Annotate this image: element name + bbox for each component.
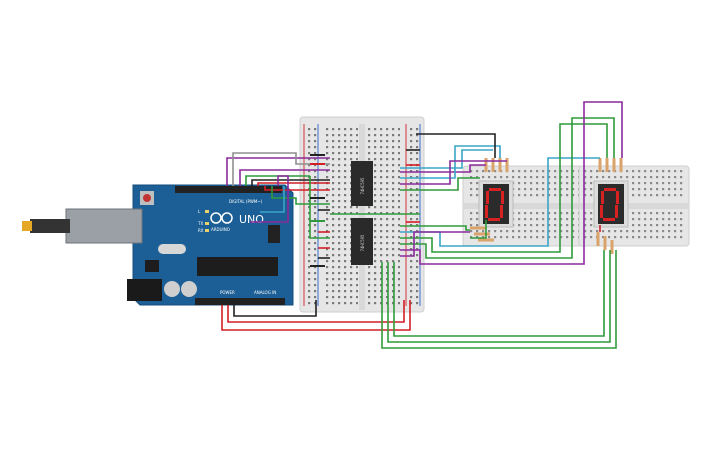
led-rx-label: RX <box>198 228 204 233</box>
power-header-label: POWER <box>220 290 235 295</box>
chip-1-label: 74HC595 <box>360 177 365 194</box>
shift-register-1[interactable]: 74HC595 <box>351 161 373 206</box>
analog-header-label: ANALOG IN <box>254 290 276 295</box>
power-analog-header <box>195 298 285 305</box>
resistors <box>470 158 623 254</box>
seven-segment-display-2[interactable]: 0 <box>0 0 629 228</box>
shift-register-2[interactable]: 74HC595 <box>351 218 373 265</box>
model-label: UNO <box>239 213 264 226</box>
rail-markers <box>310 154 325 267</box>
atmega-chip <box>197 257 278 276</box>
digital-header <box>175 186 282 193</box>
seven-segment-display-1[interactable]: 0 <box>0 0 514 228</box>
digital-header-label: DIGITAL (PWM~) <box>229 199 263 204</box>
power-jack[interactable] <box>127 279 162 301</box>
arduino-board[interactable]: ARDUINO UNO DIGITAL (PWM~) POWER ANALOG … <box>22 184 294 306</box>
led-tx-label: TX <box>197 221 203 226</box>
main-breadboard <box>299 116 425 313</box>
wires <box>221 101 623 349</box>
usb-port[interactable] <box>65 208 143 244</box>
brand-label: ARDUINO <box>211 227 230 232</box>
led-l-label: L <box>198 209 201 214</box>
chip-2-label: 74HC595 <box>360 234 365 251</box>
